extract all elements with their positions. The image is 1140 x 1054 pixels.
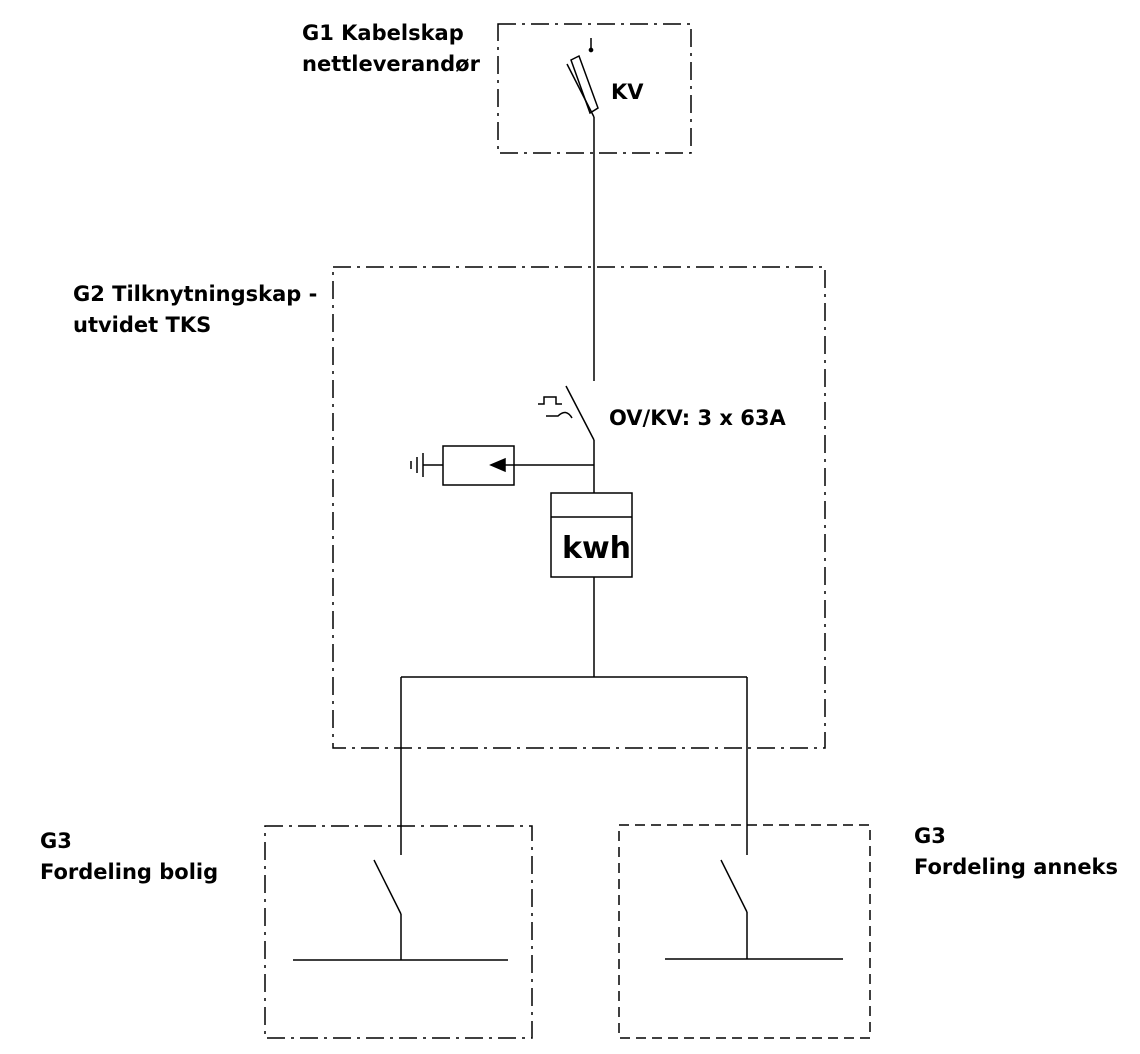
kwh-meter-label: kwh: [562, 531, 632, 566]
fuse-label: KV: [611, 80, 644, 104]
g1-enclosure: [497, 23, 692, 154]
circuit-breaker-icon: [538, 385, 595, 441]
switch-icon: [665, 859, 843, 960]
g2-title: G2 Tilknytningskap -: [73, 282, 318, 306]
g3-anneks-enclosure: [618, 824, 871, 1039]
g3-bolig-subtitle: Fordeling bolig: [40, 860, 219, 884]
g2-subtitle: utvidet TKS: [73, 313, 212, 337]
g1-label: G1 Kabelskap nettleverandør: [302, 18, 480, 80]
breaker-label: OV/KV: 3 x 63A: [609, 406, 786, 430]
g2-label: G2 Tilknytningskap - utvidet TKS: [73, 279, 317, 341]
arrow-icon: [489, 457, 506, 473]
g1-subtitle: nettleverandør: [302, 52, 480, 76]
g3-bolig-label: G3 Fordeling bolig: [40, 826, 218, 884]
ground-icon: [410, 453, 424, 477]
g3-bolig-title: G3: [40, 829, 72, 853]
kwh-meter-box: [550, 492, 633, 578]
fuse-icon: [566, 38, 599, 118]
g3-anneks-subtitle: Fordeling anneks: [914, 855, 1119, 879]
switch-icon: [293, 859, 508, 961]
g3-bolig-enclosure: [264, 825, 533, 1039]
g1-title: G1 Kabelskap: [302, 21, 464, 45]
g2-enclosure: [332, 266, 826, 749]
g3-anneks-title: G3: [914, 824, 946, 848]
g3-anneks-label: G3 Fordeling anneks: [914, 821, 1118, 883]
